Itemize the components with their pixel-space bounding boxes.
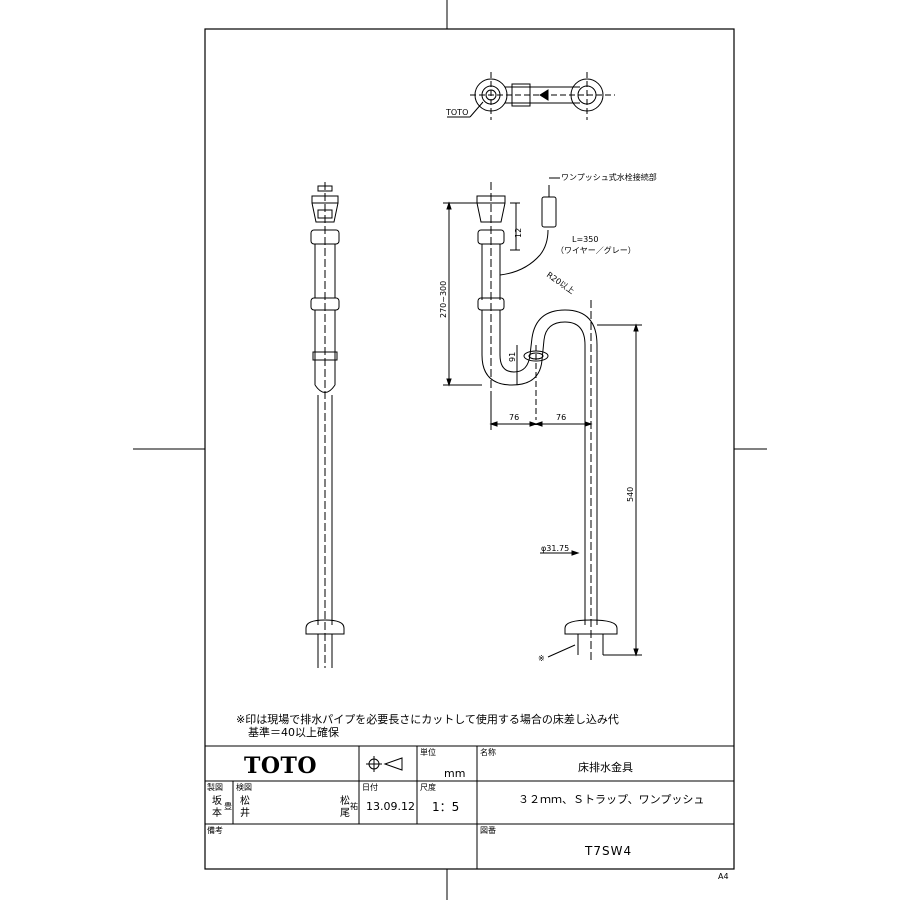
product-description: ３２ｍｍ、Ｓトラップ、ワンプッシュ bbox=[518, 793, 705, 806]
side-view bbox=[305, 182, 345, 668]
bend-radius-label: R20以上 bbox=[545, 270, 576, 296]
date-label: 日付 bbox=[362, 783, 378, 792]
drawn-by-value-a: 坂 bbox=[212, 796, 222, 807]
scale-label: 尺度 bbox=[420, 783, 436, 792]
plan-view bbox=[447, 72, 615, 120]
approved-by-value-a: 松 bbox=[340, 796, 350, 807]
toto-callout-label: TOTO bbox=[445, 108, 468, 117]
drawing-number-value: T7SW4 bbox=[585, 844, 633, 858]
name-value: 床排水金具 bbox=[578, 761, 633, 774]
dim-540-label: 540 bbox=[626, 487, 635, 502]
drawing-frame bbox=[204, 28, 735, 870]
front-view bbox=[443, 177, 642, 660]
approved-by-value-c: 祐 bbox=[350, 802, 358, 811]
remarks-label: 備考 bbox=[207, 826, 223, 835]
wire-length-label: L=350 bbox=[572, 235, 598, 244]
unit-value: mm bbox=[444, 767, 466, 780]
drawn-by-value-b: 本 bbox=[212, 808, 222, 819]
dim-76-a-label: 76 bbox=[509, 413, 519, 422]
connector-title-label: ワンプッシュ式水栓接続部 bbox=[561, 172, 657, 182]
note-line-2: 基準＝40以上確保 bbox=[248, 726, 339, 739]
name-label: 名称 bbox=[480, 748, 496, 757]
title-block-grid bbox=[205, 745, 734, 869]
scale-value: 1：5 bbox=[432, 800, 460, 814]
center-marks bbox=[133, 0, 767, 900]
checked-by-label: 検図 bbox=[236, 783, 252, 792]
checked-by-value-a: 松 bbox=[240, 796, 250, 807]
wire-desc-label: （ワイヤー／グレー） bbox=[556, 245, 636, 255]
dim-270-300-label: 270~300 bbox=[439, 281, 448, 318]
field-cut-note: ※印は現場で排水パイプを必要長さにカットして使用する場合の床差し込み代 基準＝4… bbox=[236, 713, 619, 739]
drawn-by-label: 製図 bbox=[207, 783, 223, 792]
dim-12-label: 12 bbox=[514, 228, 523, 238]
dim-91-label: 91 bbox=[508, 352, 517, 362]
checked-by-value-b: 井 bbox=[240, 808, 250, 819]
date-value: 13.09.12 bbox=[366, 800, 415, 813]
drawing-number-label: 図番 bbox=[480, 826, 496, 835]
approved-by-value-b: 尾 bbox=[340, 808, 350, 819]
sheet-size-label: A4 bbox=[718, 872, 729, 881]
toto-logo: TOTO bbox=[244, 753, 318, 779]
dim-76-b-label: 76 bbox=[556, 413, 566, 422]
drawn-by-value-c: 豊 bbox=[224, 802, 232, 811]
unit-label: 単位 bbox=[420, 748, 436, 757]
note-line-1: ※印は現場で排水パイプを必要長さにカットして使用する場合の床差し込み代 bbox=[236, 713, 619, 726]
asterisk-mark: ※ bbox=[538, 654, 545, 663]
projection-symbol bbox=[366, 756, 403, 772]
dim-diameter-label: φ31.75 bbox=[541, 544, 569, 553]
